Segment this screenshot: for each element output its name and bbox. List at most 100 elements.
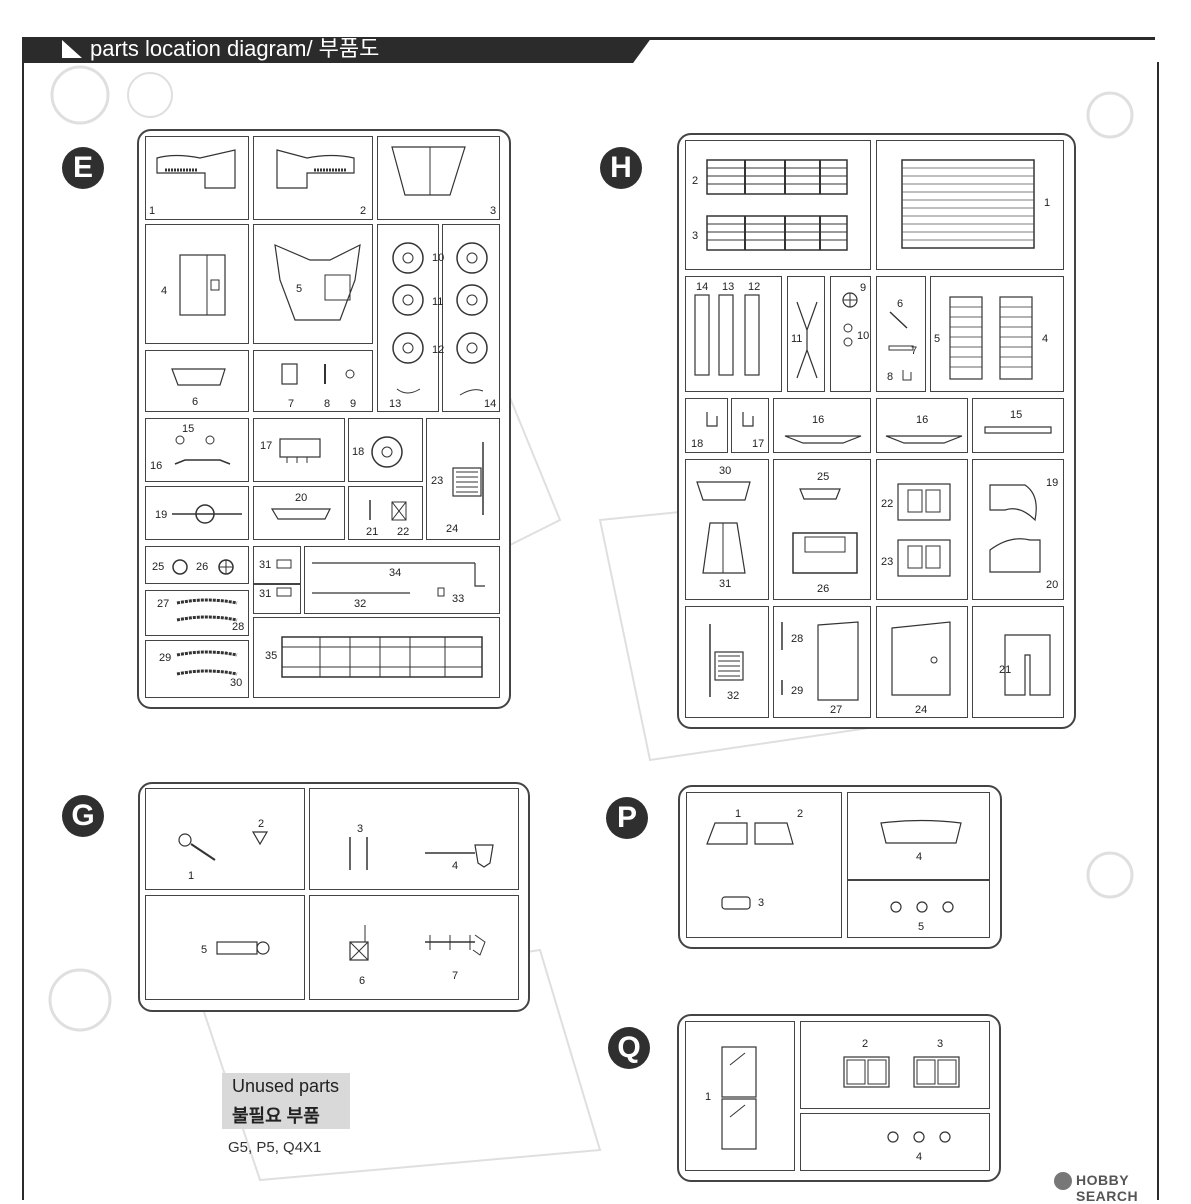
- engine-block-icon: [179, 254, 226, 316]
- part-cell: [773, 398, 871, 453]
- part-cell: [253, 136, 373, 220]
- frame-label-e: E: [62, 147, 104, 189]
- part-cell: [145, 895, 305, 1000]
- part-number: 30: [230, 677, 243, 689]
- part-number: 19: [155, 509, 168, 521]
- part-number: 3: [692, 230, 699, 242]
- part-number: 1: [705, 1091, 712, 1103]
- part-cell: [145, 486, 249, 540]
- part-cell: [304, 546, 500, 614]
- part-number: 28: [791, 633, 804, 645]
- part-number: 16: [916, 414, 929, 426]
- part-number: 2: [862, 1038, 869, 1050]
- bow-part-icon: [784, 435, 862, 444]
- unused-parts-title-kr: 불필요 부품: [232, 1106, 320, 1126]
- part-number: 20: [1046, 579, 1059, 591]
- part-number: 13: [389, 398, 402, 410]
- dashboard-parts-icon: [792, 488, 858, 574]
- part-number: 2: [360, 205, 367, 217]
- part-cell: [145, 418, 249, 482]
- strut-part-icon: [796, 301, 818, 379]
- part-number: 31: [259, 559, 272, 571]
- part-number: 35: [265, 650, 278, 662]
- seat-parts-icon: [696, 481, 751, 574]
- part-number: 27: [157, 598, 170, 610]
- frame-label-g: G: [62, 795, 104, 837]
- page-frame: [22, 62, 1159, 1200]
- part-number: 26: [817, 583, 830, 595]
- unused-parts-title: Unused parts: [232, 1076, 340, 1096]
- disc-parts-icon: [172, 559, 234, 575]
- window-glass-icon: [706, 822, 794, 845]
- part-number: 25: [152, 561, 165, 573]
- part-cell: [377, 224, 439, 412]
- part-number: 33: [452, 593, 465, 605]
- ladder-frame-icon: [281, 636, 483, 678]
- part-number: 17: [752, 438, 765, 450]
- part-number: 8: [324, 398, 331, 410]
- part-number: 4: [161, 285, 168, 297]
- part-number: 9: [350, 398, 357, 410]
- part-number: 17: [260, 440, 273, 452]
- door-window-icon: [721, 1046, 757, 1150]
- tank-part-icon: [270, 508, 331, 520]
- tool-parts-icon: [349, 837, 494, 870]
- part-number: 3: [490, 205, 497, 217]
- part-number: 6: [897, 298, 904, 310]
- tool-parts-icon: [349, 925, 486, 961]
- lever-parts-icon: [888, 311, 914, 381]
- unused-parts-list: G5, P5, Q4X1: [228, 1139, 322, 1156]
- part-cell: [145, 350, 249, 412]
- part-number: 31: [259, 588, 272, 600]
- part-number: 6: [359, 975, 366, 987]
- part-cell: [145, 590, 249, 636]
- part-cell: [253, 418, 345, 482]
- part-number: 20: [295, 492, 308, 504]
- part-cell: [685, 606, 769, 718]
- side-panel-icon: [706, 159, 848, 251]
- small-parts-icon: [842, 292, 858, 347]
- spare-wheel-icon: [371, 436, 403, 468]
- part-number: 16: [150, 460, 163, 472]
- part-number: 24: [446, 523, 459, 535]
- part-number: 32: [727, 690, 740, 702]
- part-number: 25: [817, 471, 830, 483]
- part-number: 4: [452, 860, 459, 872]
- part-number: 10: [857, 330, 870, 342]
- part-cell: [972, 398, 1064, 453]
- part-number: 15: [1010, 409, 1023, 421]
- part-number: 6: [192, 396, 199, 408]
- part-number: 18: [691, 438, 704, 450]
- part-number: 29: [791, 685, 804, 697]
- part-number: 13: [722, 281, 735, 293]
- mirror-parts-icon: [178, 831, 269, 861]
- clip-parts-icon: [276, 559, 292, 597]
- small-parts-icon: [281, 363, 355, 385]
- wheel-arch-icon: [989, 484, 1041, 573]
- engine-part-icon: [279, 438, 321, 463]
- tub-part-icon: [171, 368, 226, 386]
- part-number: 11: [432, 296, 444, 308]
- part-number: 5: [296, 283, 303, 295]
- part-cell: [145, 136, 249, 220]
- headlight-pair-icon: [843, 1056, 960, 1088]
- cab-frame-icon: [1004, 634, 1051, 696]
- part-number: 2: [797, 808, 804, 820]
- part-cell: [253, 350, 373, 412]
- leaf-spring-icon: [176, 598, 238, 622]
- lens-dots-icon: [890, 901, 954, 913]
- part-number: 3: [758, 897, 765, 909]
- part-cell: [972, 606, 1064, 718]
- grille-part-icon: [452, 442, 484, 515]
- part-cell: [253, 546, 301, 584]
- small-parts-icon: [369, 500, 407, 521]
- frame-label-q: Q: [608, 1027, 650, 1069]
- panel-strips-icon: [694, 294, 760, 376]
- part-number: 7: [288, 398, 295, 410]
- bow-part-icon: [885, 435, 963, 444]
- part-number: 21: [366, 526, 379, 538]
- cab-floor-icon: [897, 483, 951, 577]
- unused-parts-box: [222, 1073, 350, 1129]
- part-cell: [800, 1021, 990, 1109]
- part-cell: [145, 640, 249, 698]
